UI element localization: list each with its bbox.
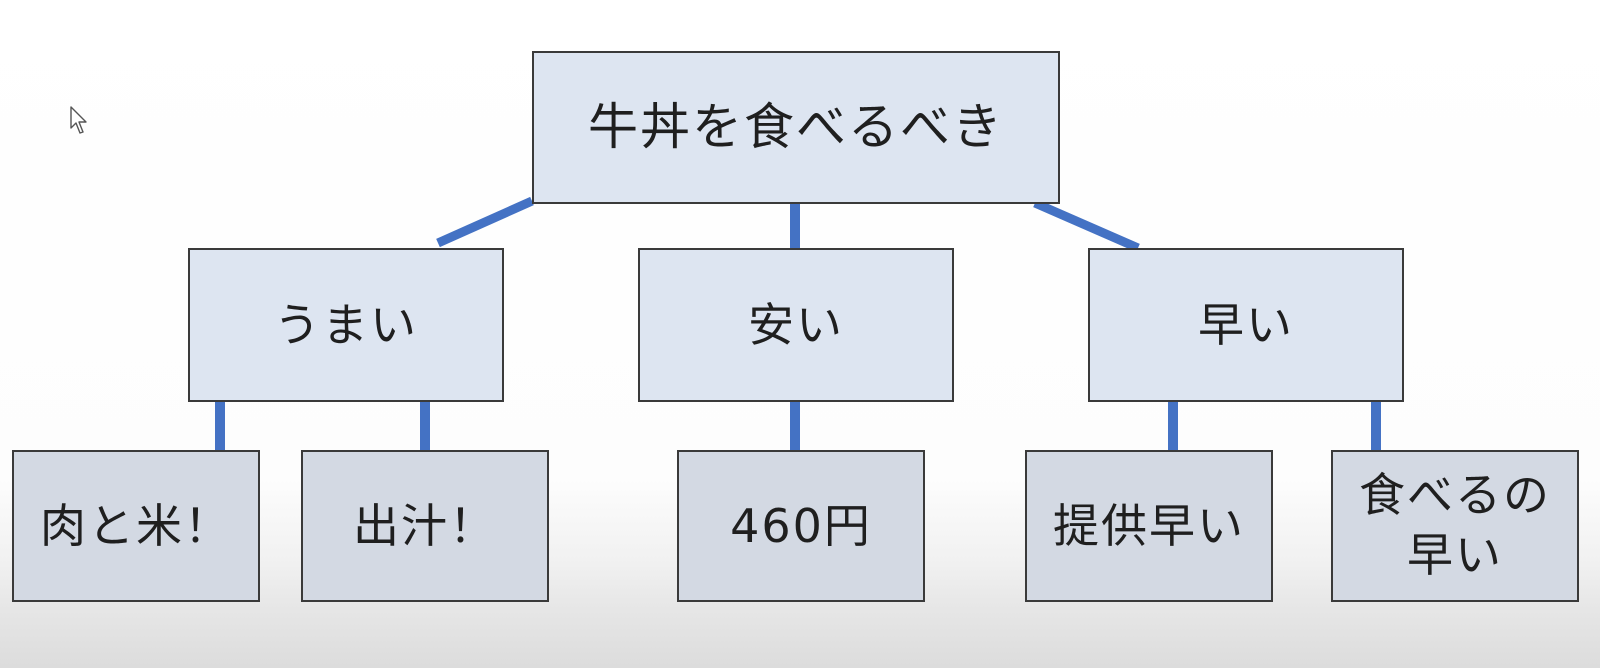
leaf-node-label: 提供早い xyxy=(1053,498,1245,553)
branch-node-label: 早い xyxy=(1198,297,1294,352)
leaf-node-teikyou-hayai: 提供早い xyxy=(1025,450,1273,602)
branch-node-yasui: 安い xyxy=(638,248,954,402)
connector-root-umai xyxy=(436,196,534,248)
root-node-label: 牛丼を食べるべき xyxy=(588,98,1004,156)
connector-root-hayai xyxy=(1033,198,1140,253)
leaf-node-label: 食べるの 早い xyxy=(1359,468,1551,582)
root-node: 牛丼を食べるべき xyxy=(532,51,1060,204)
leaf-node-460yen: 460円 xyxy=(677,450,925,602)
branch-node-label: 安い xyxy=(748,297,844,352)
leaf-node-taberu-hayai: 食べるの 早い xyxy=(1331,450,1579,602)
branch-node-umai: うまい xyxy=(188,248,504,402)
leaf-node-nikutokome: 肉と米！ xyxy=(12,450,260,602)
mouse-cursor-icon xyxy=(70,106,87,134)
branch-node-label: うまい xyxy=(274,297,418,352)
leaf-node-label: 460円 xyxy=(730,498,872,553)
leaf-node-label: 肉と米！ xyxy=(40,498,232,553)
branch-node-hayai: 早い xyxy=(1088,248,1404,402)
leaf-node-dashi: 出汁！ xyxy=(301,450,549,602)
leaf-node-label: 出汁！ xyxy=(353,498,497,553)
